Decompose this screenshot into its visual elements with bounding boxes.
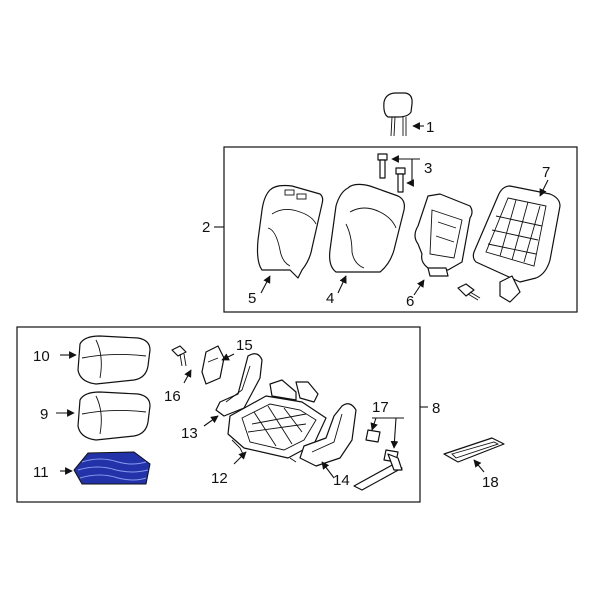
seat-cushion-mat-part[interactable]: [73, 451, 151, 485]
seat-back-group-box: [223, 146, 578, 313]
frame-bolt-part[interactable]: [171, 345, 187, 367]
trim-strip-part[interactable]: [443, 437, 505, 463]
seat-back-cover-part[interactable]: [256, 184, 324, 279]
callout-18: 18: [482, 474, 499, 491]
callout-8: 8: [432, 400, 440, 417]
callout-11: 11: [33, 464, 49, 481]
seat-cushion-cover-part[interactable]: [77, 335, 151, 385]
headrest-part[interactable]: [383, 92, 413, 137]
seat-cushion-pad-part[interactable]: [77, 391, 151, 441]
callout-5: 5: [248, 290, 256, 307]
callout-1: 1: [426, 119, 434, 136]
callout-17: 17: [372, 399, 389, 416]
callout-14: 14: [333, 472, 350, 489]
seat-back-frame-part[interactable]: [472, 185, 561, 303]
headrest-guide-part[interactable]: [377, 153, 406, 193]
callout-7: 7: [542, 164, 550, 181]
callout-6: 6: [406, 293, 414, 310]
callout-2: 2: [202, 219, 210, 236]
cushion-bracket-part[interactable]: [201, 345, 225, 385]
seat-back-frame-bracket-part[interactable]: [414, 193, 473, 277]
seat-cushion-group-box: [16, 326, 421, 503]
callout-10: 10: [33, 348, 50, 365]
side-shield-part[interactable]: [299, 403, 357, 467]
callout-4: 4: [326, 290, 334, 307]
callout-15: 15: [236, 337, 253, 354]
bolt-part[interactable]: [457, 283, 481, 301]
callout-9: 9: [40, 406, 48, 423]
seat-back-pad-part[interactable]: [329, 183, 405, 273]
seat-cushion-frame-part[interactable]: [227, 379, 327, 463]
side-trim-part[interactable]: [215, 353, 263, 417]
callout-3: 3: [424, 160, 432, 177]
callout-13: 13: [181, 425, 198, 442]
rail-cover-part[interactable]: [353, 453, 403, 491]
callout-12: 12: [211, 470, 228, 487]
callout-16: 16: [164, 388, 181, 405]
